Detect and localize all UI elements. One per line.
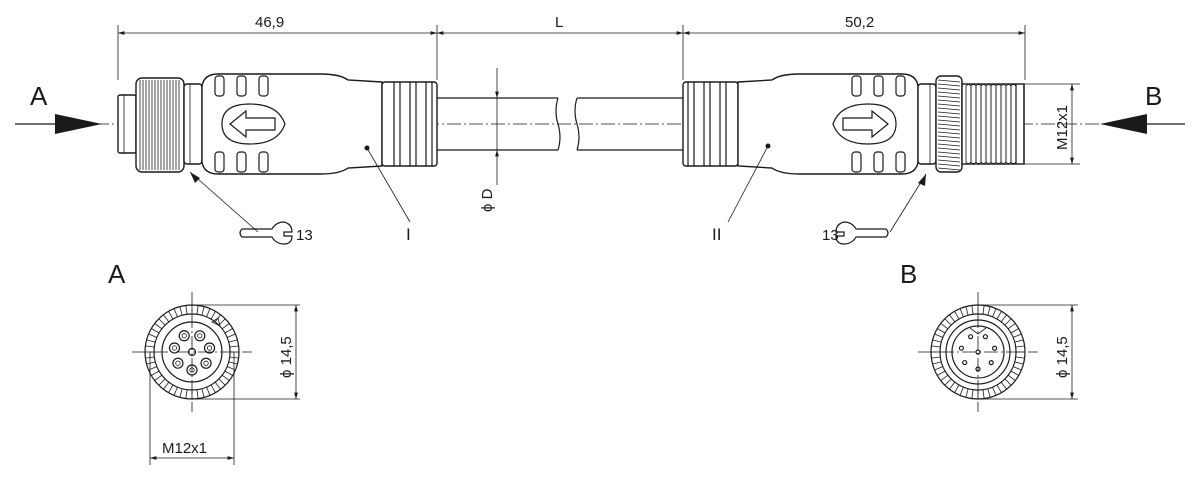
diameter-b: ϕ 14,5 — [1054, 336, 1071, 378]
dimension-right-length: 50,2 — [845, 14, 874, 31]
wrench-size-right: 13 — [822, 227, 839, 244]
front-view-b: B ϕ 14,5 — [900, 259, 1078, 412]
grip-ribs-left — [214, 75, 269, 173]
knurled-coupling-nut-right — [935, 75, 963, 173]
front-view-a-label: A — [108, 259, 126, 289]
front-view-b-label: B — [900, 259, 917, 289]
thread-size-b: M12x1 — [1054, 105, 1071, 150]
dimension-cable-length: L — [555, 14, 563, 31]
right-connector-male: M12x1 II 13 — [682, 73, 1080, 245]
threaded-pin — [961, 83, 1025, 165]
top-dimensions: 46,9 L 50,2 — [117, 14, 1026, 80]
view-arrow-a-label: A — [30, 81, 48, 111]
diameter-a: ϕ 14,5 — [278, 336, 295, 378]
part-label-left: I — [406, 225, 411, 244]
wrench-size-left: 13 — [296, 227, 313, 244]
wrench-icon — [239, 221, 293, 245]
front-view-a: A ϕ 14,5 M12x1 — [108, 259, 300, 465]
knurled-coupling-nut-left — [135, 77, 185, 173]
thread-size-a: M12x1 — [162, 440, 207, 457]
part-label-right: II — [712, 225, 721, 244]
view-arrow-a: A — [15, 81, 102, 134]
left-connector-female: I 13 — [117, 73, 438, 245]
view-arrow-b: B — [1100, 81, 1185, 134]
arrow-left-emblem — [221, 103, 286, 145]
cable: ϕ D — [437, 68, 683, 212]
wrench-icon — [835, 221, 889, 245]
grip-ribs-right — [851, 75, 906, 173]
dimension-left-length: 46,9 — [255, 14, 284, 31]
cable-diameter-label: ϕ D — [479, 188, 496, 212]
view-arrow-b-label: B — [1145, 81, 1162, 111]
arrow-right-emblem — [832, 103, 897, 145]
